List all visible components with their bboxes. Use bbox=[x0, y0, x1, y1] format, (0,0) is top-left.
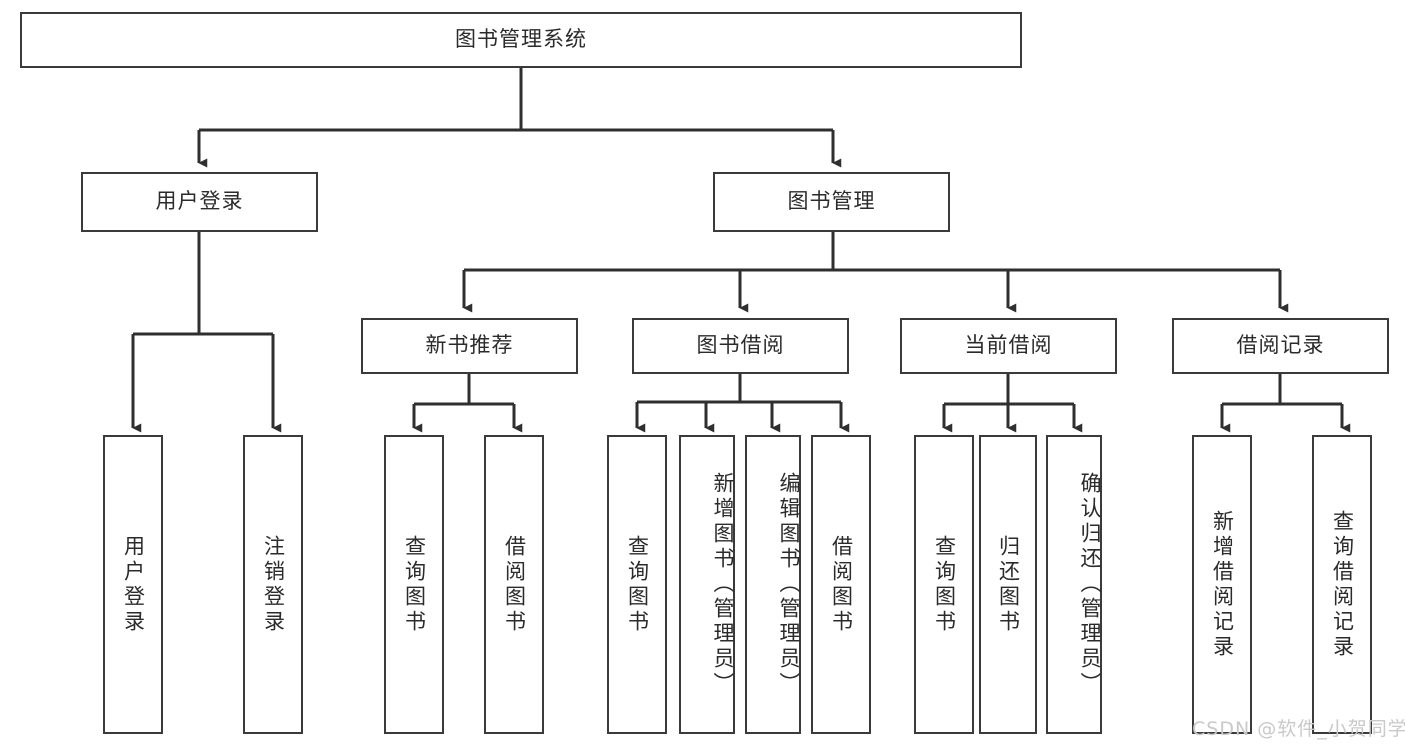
node-new-book-recommendation[interactable]: 新书推荐 bbox=[361, 318, 578, 374]
leaf-add-borrow-record[interactable]: 新增借阅记录 bbox=[1192, 435, 1252, 734]
leaf-edit-book-admin[interactable]: 编辑图书（管理员） bbox=[745, 435, 801, 734]
edge-userlogin-to-leaves bbox=[131, 232, 282, 433]
edge-root-to-level2 bbox=[197, 68, 842, 168]
leaf-borrow-query-book[interactable]: 查询图书 bbox=[607, 435, 667, 734]
leaf-current-query-book[interactable]: 查询图书 bbox=[914, 435, 974, 734]
leaf-user-login[interactable]: 用户登录 bbox=[103, 435, 163, 734]
csdn-watermark: CSDN @软件_小贺同学 bbox=[1192, 718, 1405, 740]
edge-newbookrec-to-leaves bbox=[412, 374, 523, 433]
node-root-library-system[interactable]: 图书管理系统 bbox=[20, 12, 1022, 68]
node-user-login[interactable]: 用户登录 bbox=[81, 172, 318, 232]
node-book-borrowing[interactable]: 图书借阅 bbox=[632, 318, 849, 374]
leaf-borrow-book[interactable]: 借阅图书 bbox=[811, 435, 871, 734]
leaf-logout[interactable]: 注销登录 bbox=[243, 435, 303, 734]
edge-borrowrecord-to-leaves bbox=[1220, 374, 1351, 433]
node-current-borrowing[interactable]: 当前借阅 bbox=[900, 318, 1117, 374]
leaf-add-book-admin[interactable]: 新增图书（管理员） bbox=[679, 435, 735, 734]
leaf-query-borrow-record[interactable]: 查询借阅记录 bbox=[1312, 435, 1372, 734]
leaf-confirm-return-admin[interactable]: 确认归还（管理员） bbox=[1046, 435, 1102, 734]
leaf-rec-query-book[interactable]: 查询图书 bbox=[384, 435, 444, 734]
leaf-rec-borrow-book[interactable]: 借阅图书 bbox=[484, 435, 544, 734]
node-borrowing-record[interactable]: 借阅记录 bbox=[1172, 318, 1389, 374]
leaf-return-book[interactable]: 归还图书 bbox=[979, 435, 1037, 734]
edge-currentborrow-to-leaves bbox=[942, 374, 1083, 433]
edge-bookmanage-to-level3 bbox=[462, 232, 1289, 313]
node-book-management[interactable]: 图书管理 bbox=[713, 172, 950, 232]
edge-bookborrow-to-leaves bbox=[635, 374, 850, 433]
